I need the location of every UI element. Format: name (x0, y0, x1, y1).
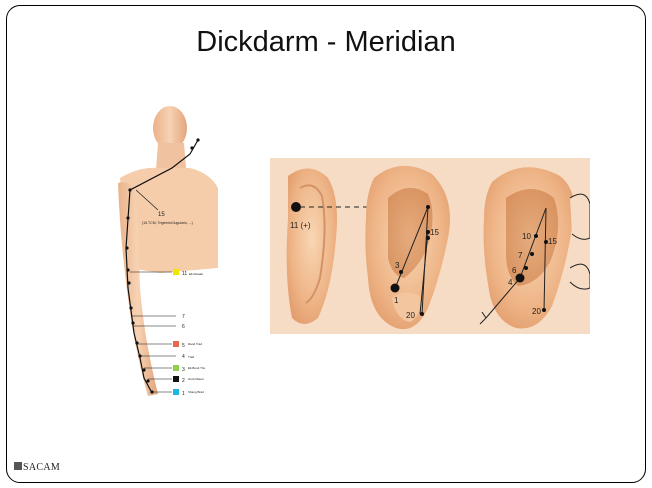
body-label-1: 1 (182, 391, 185, 397)
slide-title: Dickdarm - Meridian (0, 26, 652, 59)
point-1-marker (173, 389, 179, 395)
acupoint (131, 321, 134, 324)
body-label-2-name: Grob Mauer (188, 377, 204, 381)
left-ear-label-11: 11 (+) (290, 221, 311, 230)
body-label-11-name: Ell-Mosaik (189, 272, 203, 276)
acupoint (146, 379, 149, 382)
body-label-15-caption: (15.TCM, Trigemini/Jugularis, ...) (142, 221, 193, 225)
body-label-3-name: Ell-Bund Tris (188, 366, 206, 370)
acupoint (126, 268, 129, 271)
point-3-marker (173, 365, 179, 371)
body-label-15: 15 (158, 212, 165, 218)
acupoint (142, 368, 145, 371)
body-meridian-figure: 15 (15.TCM, Trigemini/Jugularis, ...) 11… (100, 98, 230, 398)
right-ear-label-20: 20 (532, 307, 541, 316)
body-label-5: 5 (182, 343, 185, 349)
body-label-6: 6 (182, 324, 185, 330)
right-ear-label-15: 15 (548, 237, 557, 246)
footer-logo: SACAM (14, 462, 60, 473)
left-ear-point-11 (291, 202, 301, 212)
logo-icon (14, 462, 22, 470)
acupoint (127, 281, 130, 284)
ear-diagrams-panel: 11 (+) 15 3 1 20 (270, 158, 590, 334)
point-5-marker (173, 341, 179, 347)
right-ear-label-4: 4 (508, 278, 513, 287)
right-ear-label-10: 10 (522, 232, 531, 241)
acupoint (190, 146, 193, 149)
body-label-4-name: Trad (188, 355, 194, 359)
middle-ear-label-15: 15 (430, 228, 439, 237)
middle-ear-point-1 (391, 284, 400, 293)
acupoint (129, 306, 132, 309)
body-label-1-name: Shang Brad (188, 390, 204, 394)
right-ear-point-4 (516, 274, 525, 283)
body-label-4: 4 (182, 354, 185, 360)
point-11-marker (173, 269, 179, 275)
body-label-3: 3 (182, 367, 185, 373)
middle-ear-label-1: 1 (394, 296, 399, 305)
acupoint (196, 138, 199, 141)
acupoint (128, 188, 131, 191)
body-label-5-name: Rand Trad (188, 342, 202, 346)
right-ear-label-6: 6 (512, 266, 517, 275)
point-2-marker (173, 376, 179, 382)
acupoint (125, 246, 128, 249)
middle-ear-label-3: 3 (395, 261, 400, 270)
middle-ear-label-20: 20 (406, 311, 415, 320)
body-label-11: 11 (182, 271, 187, 277)
right-ear-label-7: 7 (518, 251, 523, 260)
neck-shape (156, 143, 186, 170)
body-label-2: 2 (182, 378, 185, 384)
body-label-7: 7 (182, 314, 185, 320)
acupoint (126, 216, 129, 219)
footer-logo-text: SACAM (23, 462, 60, 473)
